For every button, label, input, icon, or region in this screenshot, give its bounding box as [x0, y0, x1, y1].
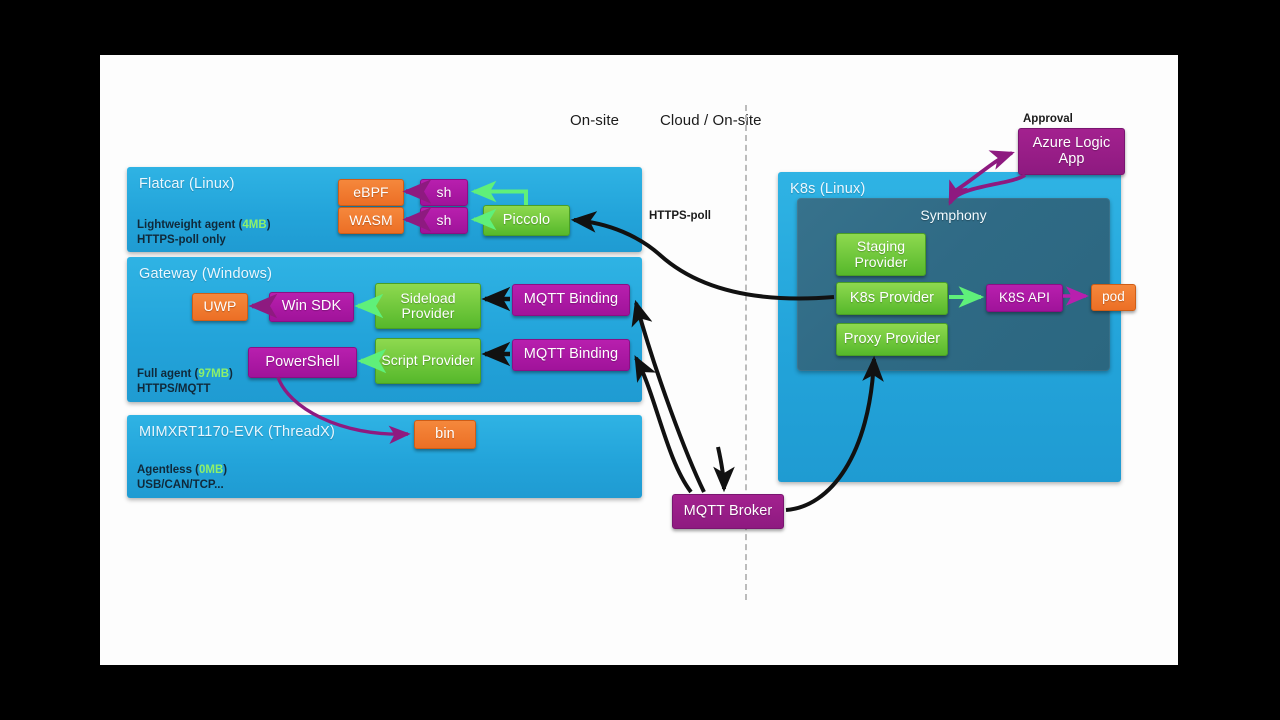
gateway-agent-size: 97MB: [198, 368, 230, 380]
node-mqtt-binding-bottom[interactable]: MQTT Binding: [512, 339, 630, 371]
symphony-title: Symphony: [920, 207, 987, 223]
approval-label: Approval: [1023, 113, 1073, 125]
node-proxy-provider[interactable]: Proxy Provider: [836, 323, 948, 356]
node-mqtt-binding-top[interactable]: MQTT Binding: [512, 284, 630, 316]
panel-gateway-title: Gateway (Windows): [139, 266, 273, 282]
zone-label-on-site: On-site: [570, 112, 620, 129]
node-azure-logic-app[interactable]: Azure Logic App: [1018, 128, 1125, 175]
panel-gateway-footer: Full agent (97MB) HTTPS/MQTT: [137, 367, 233, 397]
node-pod[interactable]: pod: [1091, 284, 1136, 311]
node-script-provider[interactable]: Script Provider: [375, 338, 481, 384]
flatcar-agent-text: Lightweight agent (: [137, 219, 243, 231]
arrow-into-mqtt-broker: [713, 446, 735, 493]
panel-mimxrt1170-evk: MIMXRT1170-EVK (ThreadX) Agentless (0MB)…: [127, 415, 642, 498]
mimxrt-agent-size: 0MB: [199, 464, 224, 476]
panel-mimxrt-footer: Agentless (0MB) USB/CAN/TCP...: [137, 463, 227, 493]
mimxrt-agent-paren: ): [223, 464, 228, 476]
node-sideload-provider[interactable]: Sideload Provider: [375, 283, 481, 329]
node-wasm[interactable]: WASM: [338, 207, 404, 234]
node-uwp[interactable]: UWP: [192, 293, 248, 321]
mimxrt-agent-text: Agentless (: [137, 464, 199, 476]
flatcar-agent-paren: ): [266, 219, 271, 231]
flatcar-agent-size: 4MB: [242, 219, 267, 231]
panel-k8s-title: K8s (Linux): [790, 181, 866, 197]
arrow-broker-to-mqttbinding-bottom: [634, 355, 693, 494]
gateway-agent-paren: ): [229, 368, 233, 380]
node-k8s-api[interactable]: K8S API: [986, 284, 1063, 312]
panel-flatcar-title: Flatcar (Linux): [139, 176, 235, 192]
arrow-broker-to-mqttbinding-top: [631, 299, 706, 493]
panel-mimxrt-title: MIMXRT1170-EVK (ThreadX): [139, 424, 336, 440]
node-bin[interactable]: bin: [414, 420, 476, 449]
node-mqtt-broker[interactable]: MQTT Broker: [672, 494, 784, 529]
gateway-protocol: HTTPS/MQTT: [137, 383, 211, 395]
node-sh-bottom[interactable]: sh: [420, 207, 468, 234]
panel-flatcar-footer: Lightweight agent (4MB) HTTPS-poll only: [137, 218, 271, 248]
onsite-cloud-divider: [745, 105, 747, 600]
node-sh-top[interactable]: sh: [420, 179, 468, 206]
gateway-agent-text: Full agent (: [137, 368, 199, 380]
node-ebpf[interactable]: eBPF: [338, 179, 404, 206]
zone-label-cloud-on-site: Cloud / On-site: [660, 112, 762, 129]
node-piccolo[interactable]: Piccolo: [483, 205, 570, 236]
mimxrt-protocol: USB/CAN/TCP...: [137, 479, 224, 491]
node-k8s-provider[interactable]: K8s Provider: [836, 282, 948, 315]
node-powershell[interactable]: PowerShell: [248, 347, 357, 378]
flatcar-protocol: HTTPS-poll only: [137, 234, 226, 246]
node-staging-provider[interactable]: Staging Provider: [836, 233, 926, 276]
https-poll-label: HTTPS-poll: [649, 210, 711, 222]
node-win-sdk[interactable]: Win SDK: [269, 292, 354, 322]
diagram-canvas: On-site Cloud / On-site Approval HTTPS-p…: [100, 55, 1178, 665]
